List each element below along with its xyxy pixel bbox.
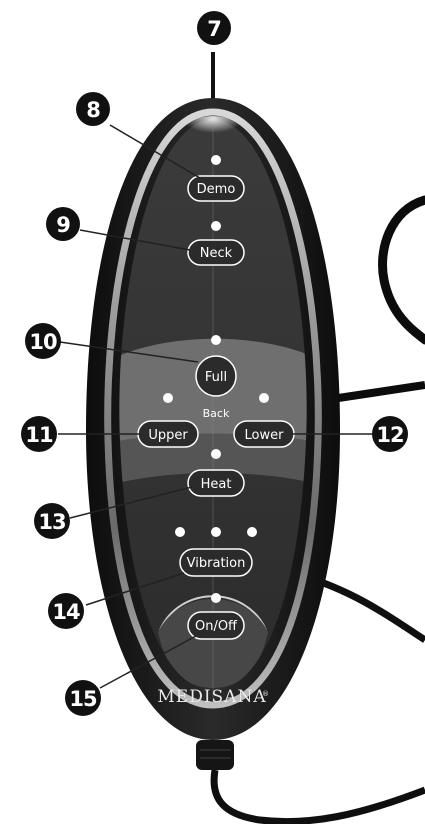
leader-8 xyxy=(109,124,201,179)
led-heat xyxy=(211,449,221,459)
full-label: Full xyxy=(205,370,227,385)
demo-label: Demo xyxy=(197,182,236,197)
callout-7-label: 7 xyxy=(207,17,221,41)
vibration-label: Vibration xyxy=(187,556,246,571)
led-full xyxy=(211,335,221,345)
cable-bottom xyxy=(210,769,425,824)
led-vibration-3 xyxy=(247,527,257,537)
callout-9-label: 9 xyxy=(56,213,70,237)
leader-lines xyxy=(58,124,372,689)
lower-button[interactable]: Lower xyxy=(233,420,295,448)
heat-button[interactable]: Heat xyxy=(187,469,245,497)
callout-13-label: 13 xyxy=(38,510,65,534)
callout-8-label: 8 xyxy=(86,98,100,122)
brand-logo: MEDISANA ® xyxy=(157,687,269,707)
callout-15-label: 15 xyxy=(69,687,97,711)
upper-button[interactable]: Upper xyxy=(137,420,199,448)
led-vibration-2 xyxy=(211,527,221,537)
callout-12-label: 12 xyxy=(376,423,403,447)
demo-button[interactable]: Demo xyxy=(187,175,245,202)
callout-12: 12 xyxy=(372,416,408,452)
brand-registered-mark: ® xyxy=(262,690,269,698)
led-group xyxy=(163,155,269,603)
full-button[interactable]: Full xyxy=(195,355,237,397)
callout-9: 9 xyxy=(46,207,80,241)
leader-13 xyxy=(69,486,193,519)
leader-15 xyxy=(99,635,197,689)
callout-11-label: 11 xyxy=(25,423,53,447)
led-lower xyxy=(259,393,269,403)
leader-10 xyxy=(59,341,199,363)
neck-button[interactable]: Neck xyxy=(187,239,245,266)
callout-10-label: 10 xyxy=(29,330,57,354)
cable-loop xyxy=(378,195,425,345)
upper-label: Upper xyxy=(148,428,188,443)
callout-13: 13 xyxy=(34,503,70,539)
callout-10: 10 xyxy=(25,323,61,359)
back-label: Back xyxy=(203,407,230,420)
callout-15: 15 xyxy=(65,680,101,716)
vibration-button[interactable]: Vibration xyxy=(179,548,253,577)
callout-11: 11 xyxy=(21,416,57,452)
callout-8: 8 xyxy=(76,92,110,126)
brand-name: MEDISANA xyxy=(157,687,266,707)
callout-14: 14 xyxy=(48,593,84,629)
led-onoff xyxy=(211,593,221,603)
neck-label: Neck xyxy=(200,246,233,261)
leader-9 xyxy=(79,229,191,251)
led-demo xyxy=(211,155,221,165)
onoff-button[interactable]: On/Off xyxy=(187,611,245,640)
leader-14 xyxy=(85,572,185,606)
led-upper xyxy=(163,393,173,403)
callout-14-label: 14 xyxy=(52,600,80,624)
callout-7: 7 xyxy=(197,11,231,45)
led-neck xyxy=(211,221,221,231)
cable-strain-relief xyxy=(196,740,234,770)
heat-label: Heat xyxy=(201,477,232,492)
cable-right-mid xyxy=(324,381,425,404)
lower-label: Lower xyxy=(245,428,285,443)
onoff-label: On/Off xyxy=(195,619,238,634)
led-vibration-1 xyxy=(175,527,185,537)
remote-rim xyxy=(104,108,322,709)
